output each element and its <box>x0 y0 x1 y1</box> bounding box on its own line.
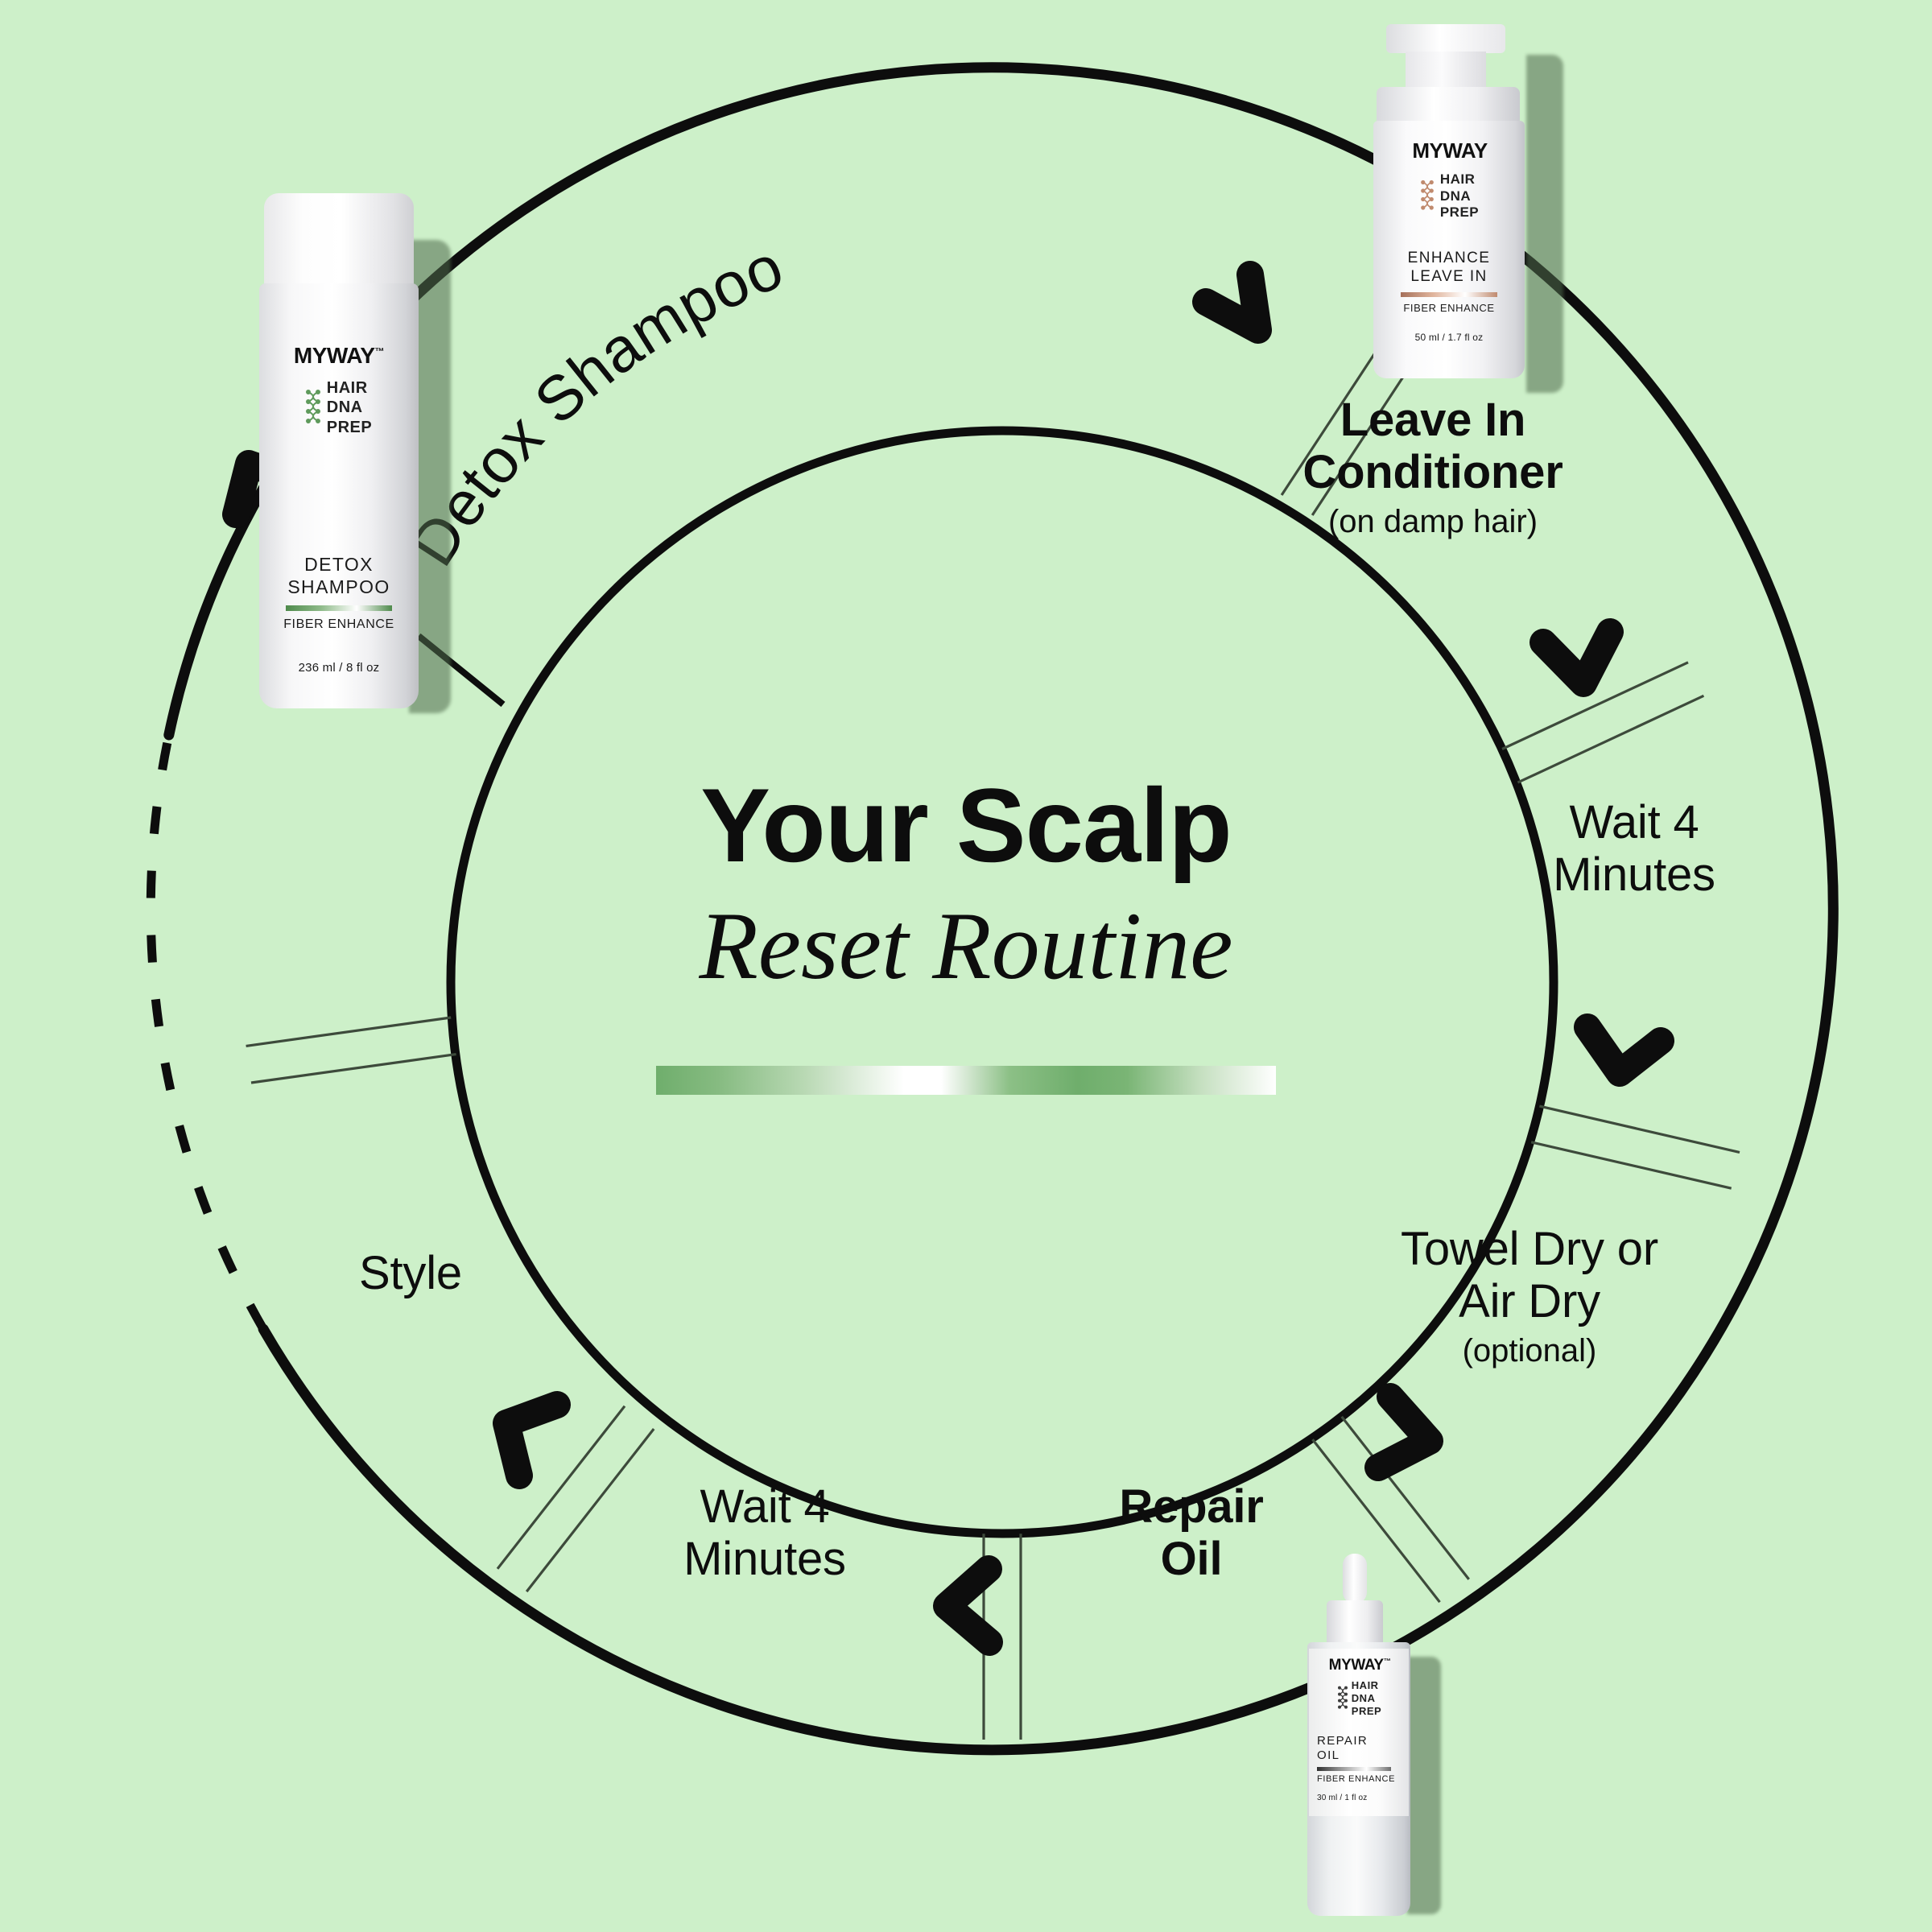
center-title-block: Your Scalp Reset Routine <box>564 773 1368 1095</box>
wait1-line2: Minutes <box>1553 848 1715 901</box>
leavein-dna-words: HAIR DNA PREP <box>1440 171 1479 221</box>
dry-line2: Air Dry <box>1459 1274 1600 1327</box>
shampoo-label: MYWAY™ HAIR DNA PREP <box>275 343 402 437</box>
leavein-name-1: ENHANCE <box>1407 250 1491 266</box>
step-label-repair-oil: Repair Oil <box>1071 1480 1312 1586</box>
leavein-bar <box>1401 291 1497 297</box>
oil-dropper-bulb <box>1343 1554 1367 1604</box>
oil-dropper-collar <box>1327 1600 1383 1647</box>
oil-line2: Oil <box>1160 1532 1223 1585</box>
gradient-divider <box>656 1065 1276 1095</box>
shampoo-dna-2: DNA <box>326 398 363 417</box>
step-label-style: Style <box>282 1247 539 1300</box>
shampoo-name-2: SHAMPOO <box>287 576 390 597</box>
leavein-dna-3: PREP <box>1439 204 1480 221</box>
oil-volume: 30 ml / 1 fl oz <box>1317 1793 1368 1802</box>
oil-dna-1: HAIR <box>1351 1679 1379 1691</box>
dry-subtext: (optional) <box>1462 1332 1597 1368</box>
shampoo-dna-1: HAIR <box>326 379 368 397</box>
leave-in-line2: Conditioner <box>1302 445 1563 498</box>
chevron-arrow-3 <box>1574 1013 1674 1087</box>
shampoo-brand: MYWAY™ <box>293 343 385 368</box>
outer-circle-dashed <box>146 733 267 1331</box>
shampoo-name-block: DETOX SHAMPOO FIBER ENHANCE 236 ml / 8 f… <box>272 554 406 675</box>
page-title-line1: Your Scalp <box>700 766 1232 884</box>
page-title-line2: Reset Routine <box>699 892 1233 999</box>
dna-icon <box>1337 1686 1348 1709</box>
oil-name-block: REPAIR OIL FIBER ENHANCE 30 ml / 1 fl oz <box>1317 1734 1402 1802</box>
shampoo-volume: 236 ml / 8 fl oz <box>298 661 380 675</box>
oil-name-2: OIL <box>1317 1748 1340 1762</box>
leavein-body <box>1373 121 1525 378</box>
leavein-name-2: LEAVE IN <box>1410 267 1488 285</box>
shampoo-cap <box>264 193 414 287</box>
chevron-arrow-4 <box>1364 1383 1443 1481</box>
oil-dna-block: HAIR DNA PREP <box>1317 1679 1402 1718</box>
product-detox-shampoo: MYWAY™ HAIR DNA PREP <box>258 193 459 716</box>
leavein-dna-2: DNA <box>1439 188 1472 204</box>
product-leave-in-conditioner: MYWAY HAIR DNA PREP <box>1368 24 1563 402</box>
leavein-pump-head <box>1386 24 1505 53</box>
leavein-volume: 50 ml / 1.7 fl oz <box>1414 331 1484 343</box>
oil-line1: Repair <box>1119 1480 1264 1533</box>
oil-bar <box>1317 1766 1391 1771</box>
wait1-line1: Wait 4 <box>1569 796 1699 848</box>
chevron-arrow-1 <box>1192 261 1272 344</box>
leavein-label: MYWAY HAIR DNA PREP <box>1389 138 1510 221</box>
leavein-pump-neck <box>1406 52 1486 90</box>
chevron-arrow-5 <box>933 1555 1003 1656</box>
dry-line1: Towel Dry or <box>1401 1223 1658 1275</box>
inner-circle <box>446 426 1558 1538</box>
leavein-name-block: ENHANCE LEAVE IN FIBER ENHANCE 50 ml / 1… <box>1385 250 1513 343</box>
leavein-brand: MYWAY <box>1412 138 1488 163</box>
leavein-shadow <box>1526 55 1563 393</box>
oil-dna-3: PREP <box>1351 1704 1382 1717</box>
outer-circle-solid <box>163 62 1839 1756</box>
shampoo-fiber: FIBER ENHANCE <box>283 617 394 632</box>
leavein-fiber: FIBER ENHANCE <box>1403 301 1495 314</box>
leave-in-subtext: (on damp hair) <box>1327 503 1538 539</box>
shampoo-dna-block: HAIR DNA PREP <box>275 378 402 437</box>
wait2-line2: Minutes <box>683 1532 846 1585</box>
style-line1: Style <box>359 1247 462 1299</box>
dna-icon <box>305 389 320 423</box>
oil-name-1: REPAIR <box>1317 1733 1368 1748</box>
oil-shadow <box>1407 1657 1441 1914</box>
shampoo-dna-3: PREP <box>326 418 373 436</box>
shampoo-bar <box>286 605 392 612</box>
oil-dna-2: DNA <box>1351 1691 1376 1704</box>
oil-fiber: FIBER ENHANCE <box>1317 1773 1396 1784</box>
step-label-towel-dry-or-air-dry: Towel Dry or Air Dry (optional) <box>1336 1223 1723 1369</box>
chevron-arrow-6 <box>493 1391 571 1489</box>
oil-label-paper <box>1309 1649 1409 1816</box>
shampoo-dna-words: HAIR DNA PREP <box>327 378 372 437</box>
chevron-arrow-2 <box>1530 618 1624 697</box>
leavein-dna-block: HAIR DNA PREP <box>1389 171 1510 221</box>
leavein-dna-1: HAIR <box>1439 171 1476 187</box>
shampoo-name-1: DETOX <box>304 554 374 575</box>
step-label-wait-4-minutes-1: Wait 4 Minutes <box>1473 796 1795 902</box>
oil-dna-words: HAIR DNA PREP <box>1352 1679 1381 1718</box>
shampoo-body <box>259 283 419 708</box>
leavein-collar <box>1377 87 1520 126</box>
oil-label: MYWAY™ HAIR DNA PREP <box>1317 1657 1402 1802</box>
product-repair-oil: MYWAY™ HAIR DNA PREP <box>1296 1554 1449 1932</box>
oil-brand: MYWAY™ <box>1328 1657 1391 1674</box>
step-label-wait-4-minutes-2: Wait 4 Minutes <box>596 1480 934 1586</box>
wait2-line1: Wait 4 <box>700 1480 830 1533</box>
dna-icon <box>1420 180 1434 210</box>
leave-in-line1: Leave In <box>1340 394 1526 446</box>
step-label-leave-in-conditioner: Leave In Conditioner (on damp hair) <box>1256 394 1610 540</box>
chevron-arrows <box>222 261 1674 1656</box>
